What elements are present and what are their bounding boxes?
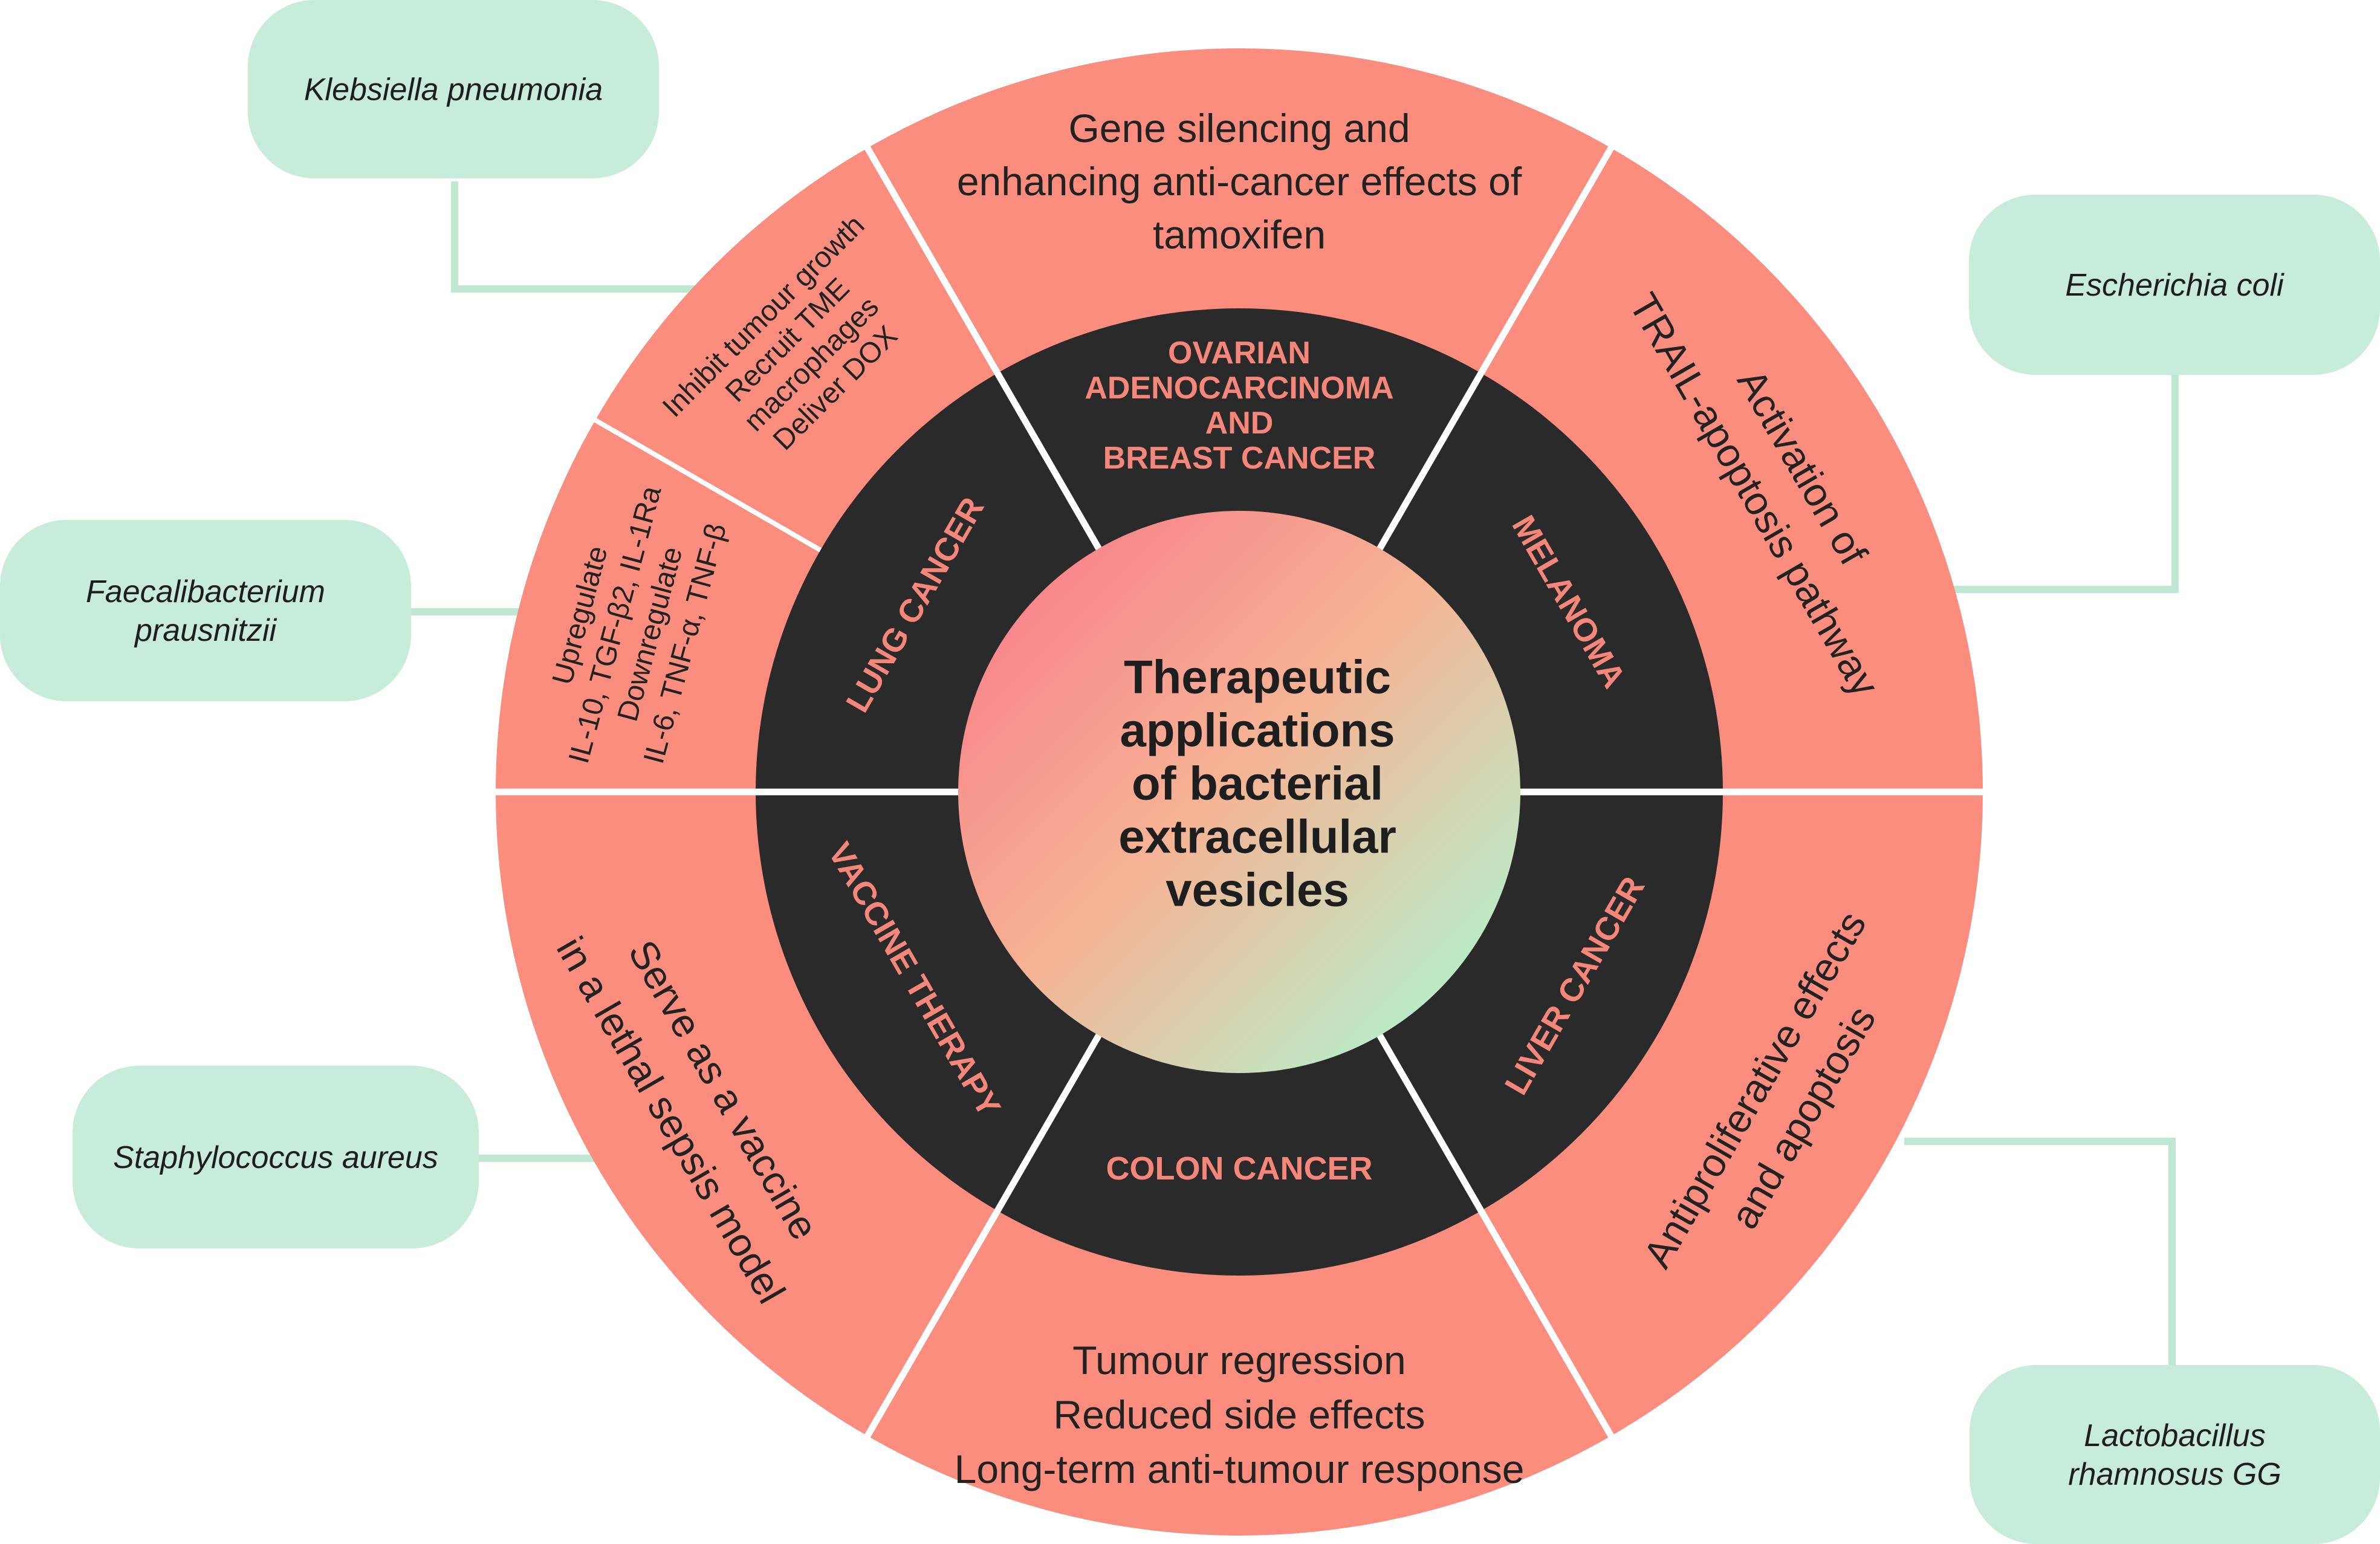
bacteria-box-escherichia (1969, 195, 2380, 375)
cancer-label-ovarian-line: OVARIAN (1168, 336, 1311, 371)
segment-divider (863, 1031, 1103, 1440)
effect-label-gene-silencing-line: tamoxifen (1153, 212, 1326, 257)
segment-divider (863, 144, 1103, 553)
bacteria-name-klebsiella-line: Klebsiella pneumonia (304, 73, 603, 108)
effect-label-tumour-regression-line: Tumour regression (1072, 1338, 1406, 1383)
effect-label-gene-silencing-line: Gene silencing and (1068, 106, 1410, 151)
bacteria-box-faecalibacterium (0, 520, 411, 701)
center-title-line: vesicles (1166, 863, 1349, 916)
segment-divider (1375, 1031, 1615, 1440)
bacteria-box-staphylococcus (73, 1066, 479, 1248)
connector-line (1953, 375, 2179, 593)
bacteria-name-lactobacillus-line: rhamnosus GG (2068, 1457, 2281, 1492)
cancer-label-colon-line: COLON CANCER (1106, 1150, 1373, 1187)
bacteria-name-escherichia: Escherichia coli (2065, 268, 2284, 303)
effect-label-tumour-regression-line: Reduced side effects (1053, 1392, 1425, 1437)
center-title-line: Therapeutic (1124, 650, 1391, 703)
effect-label-gene-silencing-line: enhancing anti-cancer effects of (957, 159, 1522, 204)
cancer-label-ovarian-line: AND (1205, 406, 1274, 441)
cancer-label-ovarian-line: ADENOCARCINOMA (1085, 371, 1393, 406)
bacteria-name-faecalibacterium: Faecalibacterium prausnitzii (86, 574, 325, 648)
center-title-line: of bacterial (1132, 756, 1383, 809)
bacteria-name-faecalibacterium-line: prausnitzii (134, 613, 277, 648)
segment-divider (1375, 144, 1615, 553)
bacteria-name-staphylococcus: Staphylococcus aureus (113, 1140, 438, 1175)
bacteria-name-klebsiella: Klebsiella pneumonia (304, 73, 603, 108)
segment-divider (592, 417, 822, 553)
effect-label-tumour-regression-line: Long-term anti-tumour response (955, 1447, 1525, 1491)
connector-line (1904, 1138, 2176, 1369)
bacteria-name-faecalibacterium-line: Faecalibacterium (86, 574, 325, 609)
center-circle (958, 511, 1520, 1073)
connector-line (451, 181, 701, 293)
center-title-line: applications (1120, 703, 1395, 756)
bacteria-box-klebsiella (248, 0, 659, 178)
cancer-label-colon: COLON CANCER (1106, 1150, 1373, 1187)
bacteria-name-lactobacillus: Lactobacillus rhamnosus GG (2068, 1418, 2281, 1492)
connector-lines (411, 181, 2179, 1369)
center-title-line: extracellular (1118, 809, 1396, 863)
bacteria-box-lactobacillus (1970, 1365, 2380, 1544)
bacteria-name-staphylococcus-line: Staphylococcus aureus (113, 1140, 438, 1175)
cancer-label-ovarian-line: BREAST CANCER (1103, 441, 1376, 476)
effect-label-gene-silencing: Gene silencing and enhancing anti-cancer … (957, 106, 1522, 257)
bacteria-name-escherichia-line: Escherichia coli (2065, 268, 2284, 303)
bacteria-name-lactobacillus-line: Lactobacillus (2084, 1418, 2266, 1453)
